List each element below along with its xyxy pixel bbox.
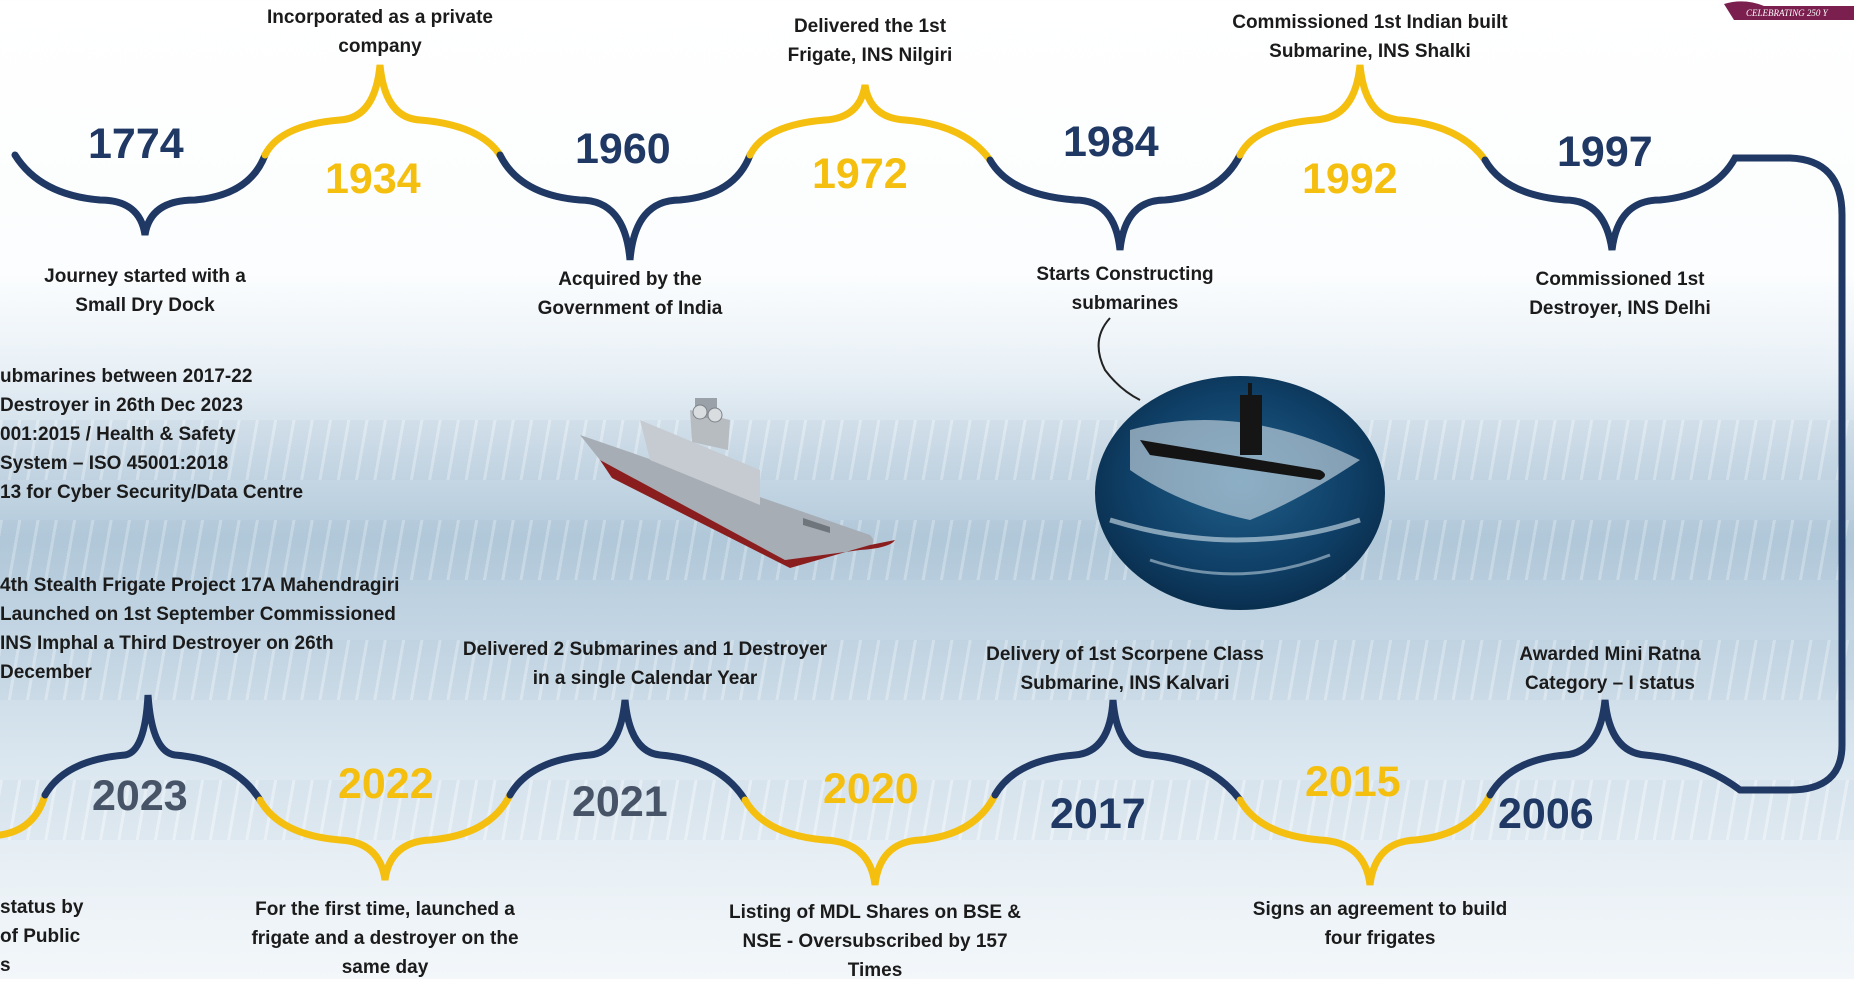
year-label: 2023	[92, 772, 188, 820]
year-label: 1972	[812, 150, 908, 198]
milestone-text: Awarded Mini Ratna Category – I status	[1519, 644, 1701, 694]
cut-off-milestone-text: status by of Public s	[0, 893, 120, 980]
svg-text:CELEBRATING 250 Y: CELEBRATING 250 Y	[1746, 8, 1829, 18]
milestone-text: Delivered the 1st Frigate, INS Nilgiri	[787, 16, 953, 66]
timeline-segment	[746, 84, 994, 164]
achievement-line: System – ISO 45001:2018	[0, 453, 229, 474]
milestone-text: Journey started with a Small Dry Dock	[44, 266, 246, 316]
sea-texture	[0, 520, 1854, 580]
timeline-segment	[1236, 64, 1489, 164]
milestone-text: Incorporated as a private company	[267, 7, 493, 57]
milestone-text: Starts Constructing submarines	[1036, 264, 1214, 314]
timeline-segment	[1486, 699, 1744, 799]
year-label: 1984	[1063, 118, 1159, 166]
year-label: 1774	[88, 120, 184, 168]
milestone-text: 4th Stealth Frigate Project 17A Mahendra…	[0, 575, 400, 683]
anniversary-logo: CELEBRATING 250 Y	[1724, 1, 1854, 20]
milestone-text: Commissioned 1st Destroyer, INS Delhi	[1529, 269, 1711, 319]
year-label: 2021	[572, 778, 668, 826]
timeline-segment	[261, 64, 504, 159]
timeline-segment	[506, 699, 749, 804]
year-label: 2006	[1498, 790, 1594, 838]
timeline-segment	[11, 151, 269, 236]
submarine-photo	[1095, 376, 1385, 610]
year-label: 2015	[1305, 758, 1401, 806]
milestone-text: Acquired by the Government of India	[537, 269, 723, 319]
sea-texture	[0, 640, 1854, 700]
frigate-illustration	[580, 398, 895, 568]
timeline-segment	[0, 791, 49, 839]
milestone-text: For the first time, launched a frigate a…	[251, 899, 519, 978]
milestone-text: Delivered 2 Submarines and 1 Destroyer i…	[462, 639, 828, 689]
callout-line	[1097, 317, 1141, 401]
achievement-line: ubmarines between 2017-22	[0, 366, 253, 387]
timeline-segment	[256, 791, 514, 881]
achievement-line: 001:2015 / Health & Safety	[0, 424, 236, 445]
achievements-list: ubmarines between 2017-22 Destroyer in 2…	[0, 362, 360, 507]
sea-texture	[0, 420, 1854, 480]
milestone-text: Signs an agreement to build four frigate…	[1252, 899, 1508, 949]
timeline-segment	[1481, 154, 1846, 794]
achievement-line: Destroyer in 26th Dec 2023	[0, 395, 243, 416]
achievement-line: 13 for Cyber Security/Data Centre	[0, 482, 304, 503]
cut-off-line: status by	[0, 897, 84, 918]
year-label: 1960	[575, 125, 671, 173]
timeline-segment	[496, 151, 754, 261]
timeline-segment	[1236, 791, 1494, 886]
year-label: 1997	[1557, 128, 1653, 176]
timeline-segment	[741, 791, 999, 886]
timeline-segment	[41, 694, 264, 804]
year-label: 2020	[823, 765, 919, 813]
year-label: 1992	[1302, 155, 1398, 203]
year-label: 2022	[338, 760, 434, 808]
timeline-segment	[986, 151, 1244, 251]
milestone-text: Delivery of 1st Scorpene Class Submarine…	[986, 644, 1264, 694]
sea-texture	[0, 780, 1854, 840]
milestone-text: Commissioned 1st Indian built Submarine,…	[1232, 12, 1508, 62]
timeline-segment	[991, 699, 1244, 804]
year-label: 2017	[1050, 790, 1146, 838]
cut-off-line: s	[0, 955, 11, 976]
year-label: 1934	[325, 155, 421, 203]
cut-off-line: of Public	[0, 926, 81, 947]
milestone-text: Listing of MDL Shares on BSE & NSE - Ove…	[728, 902, 1022, 981]
